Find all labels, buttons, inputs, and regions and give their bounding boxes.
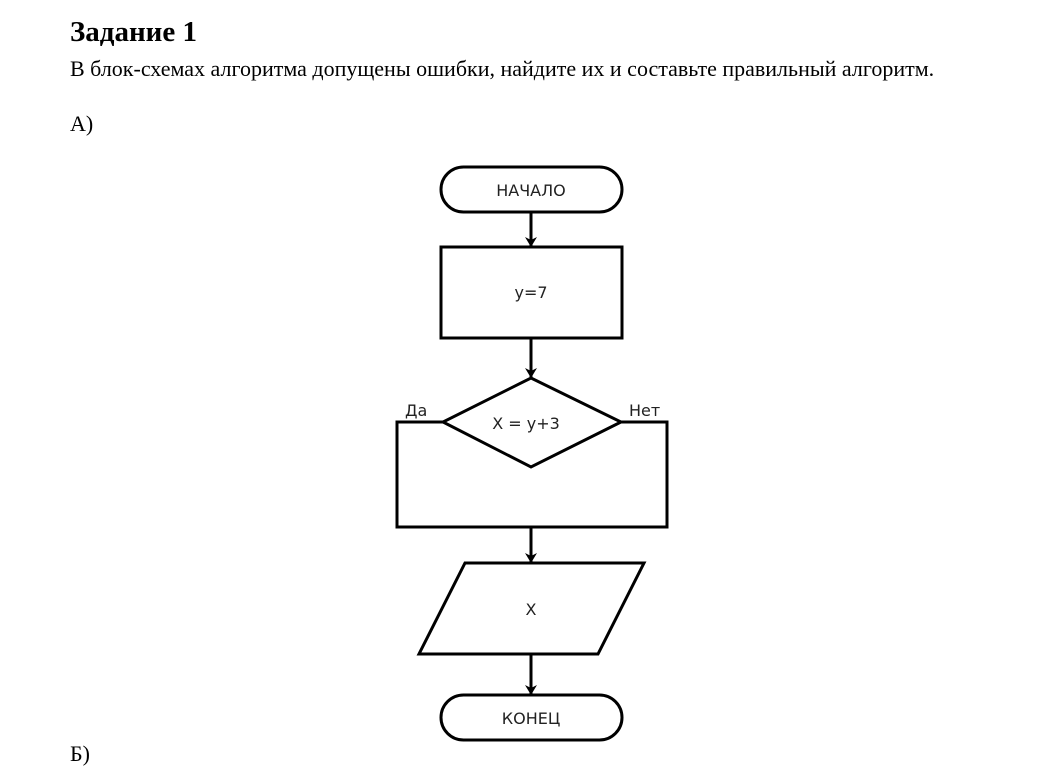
yes-label: Да (405, 401, 427, 420)
decision-diamond (439, 376, 625, 469)
end-text: КОНЕЦ (502, 709, 561, 728)
end-terminator (439, 693, 624, 742)
task-title: Задание 1 (70, 16, 198, 48)
assign-text: y=7 (514, 283, 547, 302)
condition-text: X = y+3 (492, 414, 560, 433)
no-label: Нет (629, 401, 660, 420)
part-a-label: А) (70, 111, 94, 136)
output-text: X (526, 600, 537, 619)
output-parallelogram (416, 561, 647, 656)
yes-branch-line (395, 420, 669, 529)
start-text: НАЧАЛО (496, 181, 566, 200)
task-text: В блок-схемах алгоритма допущены ошибки,… (70, 56, 935, 81)
